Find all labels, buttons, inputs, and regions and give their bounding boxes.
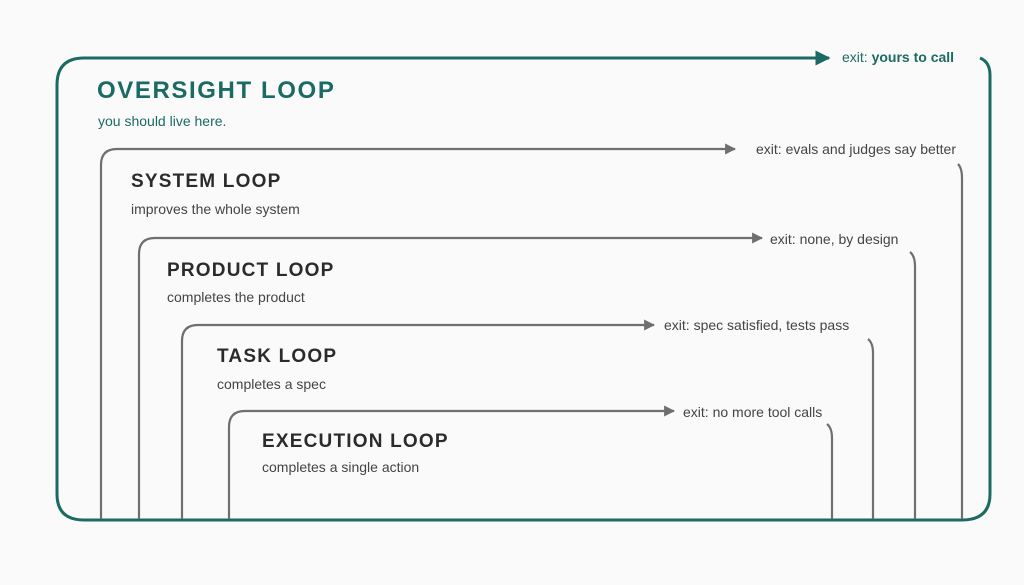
product-loop-return bbox=[909, 251, 917, 519]
execution-loop-return bbox=[826, 423, 834, 519]
execution-loop-title: EXECUTION LOOP bbox=[262, 431, 449, 452]
product-loop-subtitle: completes the product bbox=[167, 289, 305, 305]
execution-loop-subtitle: completes a single action bbox=[262, 459, 420, 475]
oversight-exit-value: yours to call bbox=[871, 49, 955, 65]
system-loop-exit: exit: evals and judges say better bbox=[756, 141, 957, 157]
task-loop-exit: exit: spec satisfied, tests pass bbox=[664, 317, 850, 333]
task-loop-return bbox=[867, 338, 875, 519]
execution-loop-frame bbox=[227, 405, 676, 519]
oversight-loop-subtitle: you should live here. bbox=[98, 113, 227, 129]
product-loop-title: PRODUCT LOOP bbox=[167, 260, 335, 281]
oversight-loop-frame bbox=[55, 56, 992, 522]
product-loop-frame bbox=[137, 232, 764, 519]
oversight-loop-title: OVERSIGHT LOOP bbox=[97, 77, 336, 104]
product-loop-exit: exit: none, by design bbox=[770, 231, 899, 247]
task-loop-frame bbox=[180, 319, 656, 519]
system-loop-subtitle: improves the whole system bbox=[131, 201, 300, 217]
oversight-loop-exit: exit: yours to call bbox=[842, 49, 954, 65]
task-loop-subtitle: completes a spec bbox=[217, 376, 326, 392]
system-loop-title: SYSTEM LOOP bbox=[131, 171, 282, 192]
system-loop-frame bbox=[99, 143, 737, 519]
oversight-exit-prefix: exit: bbox=[842, 49, 868, 65]
task-loop-title: TASK LOOP bbox=[217, 346, 338, 367]
execution-loop-exit: exit: no more tool calls bbox=[683, 404, 823, 420]
system-loop-return bbox=[957, 163, 964, 519]
